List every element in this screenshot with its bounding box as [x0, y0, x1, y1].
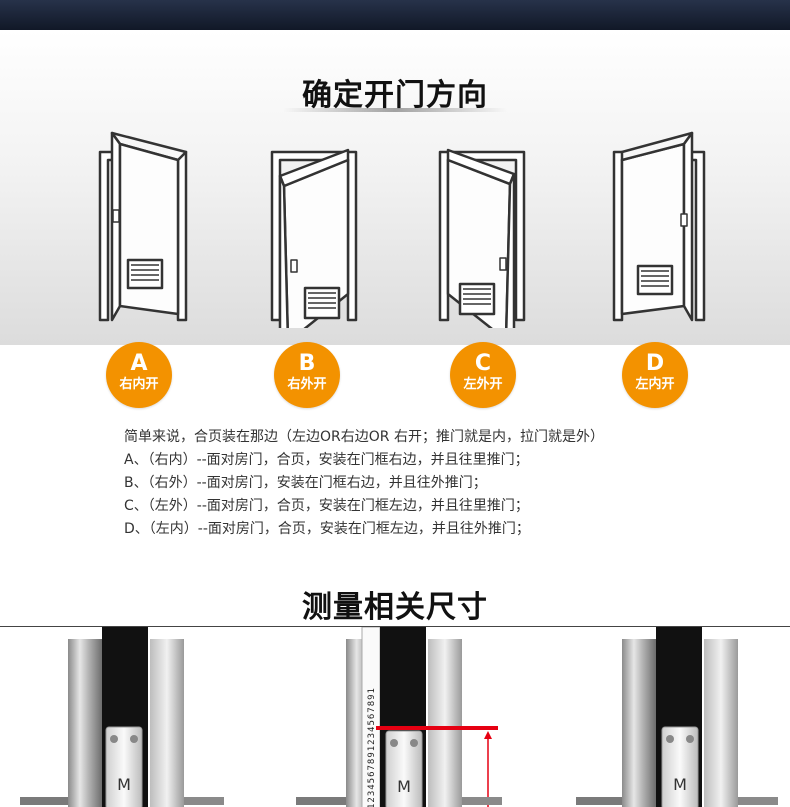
measure-arrow-icon — [484, 731, 492, 739]
badge-letter: C — [474, 351, 492, 376]
badge-letter: D — [645, 351, 665, 376]
badge-label: 左外开 — [463, 377, 503, 392]
ruler-digits: 1234567891234567891 — [367, 687, 377, 807]
measure-line-horizontal — [376, 726, 498, 730]
brand-mark-right: M — [673, 775, 687, 794]
lock-photo-center-with-ruler: 1234567891234567891 M — [296, 627, 502, 807]
lock-photo-right: M — [576, 627, 778, 807]
brand-mark-center: M — [397, 777, 411, 796]
door-direction-explanation: 简单来说，合页装在那边（左边OR右边OR 右开；推门就是内，拉门就是外） A、（… — [124, 426, 764, 541]
door-a-icon — [98, 131, 188, 322]
badge-letter: A — [130, 351, 148, 376]
door-d-icon — [612, 131, 706, 322]
badge-option-b: B 右外开 — [274, 342, 340, 408]
door-c-icon — [438, 148, 526, 328]
badge-label: 右外开 — [287, 377, 327, 392]
section-title-door-direction: 确定开门方向 — [302, 78, 488, 113]
explanation-line-summary: 简单来说，合页装在那边（左边OR右边OR 右开；推门就是内，拉门就是外） — [124, 429, 604, 445]
lock-measurement-illustration: M 1234567891234567891 M — [20, 627, 778, 807]
door-b-icon — [270, 148, 358, 328]
brand-mark-left: M — [117, 775, 131, 794]
top-header-bar — [0, 0, 790, 30]
explanation-line-d: D、（左内）--面对房门，合页，安装在门框左边，并且往外推门； — [124, 521, 530, 537]
measurement-photos-section: M 1234567891234567891 M — [0, 626, 790, 807]
lock-photo-left: M — [20, 627, 224, 807]
section-title-measure-size: 测量相关尺寸 — [302, 590, 488, 625]
badge-option-d: D 左内开 — [622, 342, 688, 408]
badge-label: 左内开 — [635, 377, 675, 392]
door-illustrations — [98, 131, 706, 328]
badge-option-a: A 右内开 — [106, 342, 172, 408]
badge-letter: B — [298, 351, 316, 376]
badge-label: 右内开 — [119, 377, 159, 392]
badge-option-c: C 左外开 — [450, 342, 516, 408]
explanation-line-c: C、（左外）--面对房门，合页，安装在门框左边，并且往里推门； — [124, 498, 529, 514]
title-underline-decoration — [283, 108, 507, 112]
explanation-line-b: B、（右外）--面对房门，安装在门框右边，并且往外推门； — [124, 475, 487, 491]
explanation-line-a: A、（右内）--面对房门，合页，安装在门框右边，并且往里推门； — [124, 452, 529, 468]
